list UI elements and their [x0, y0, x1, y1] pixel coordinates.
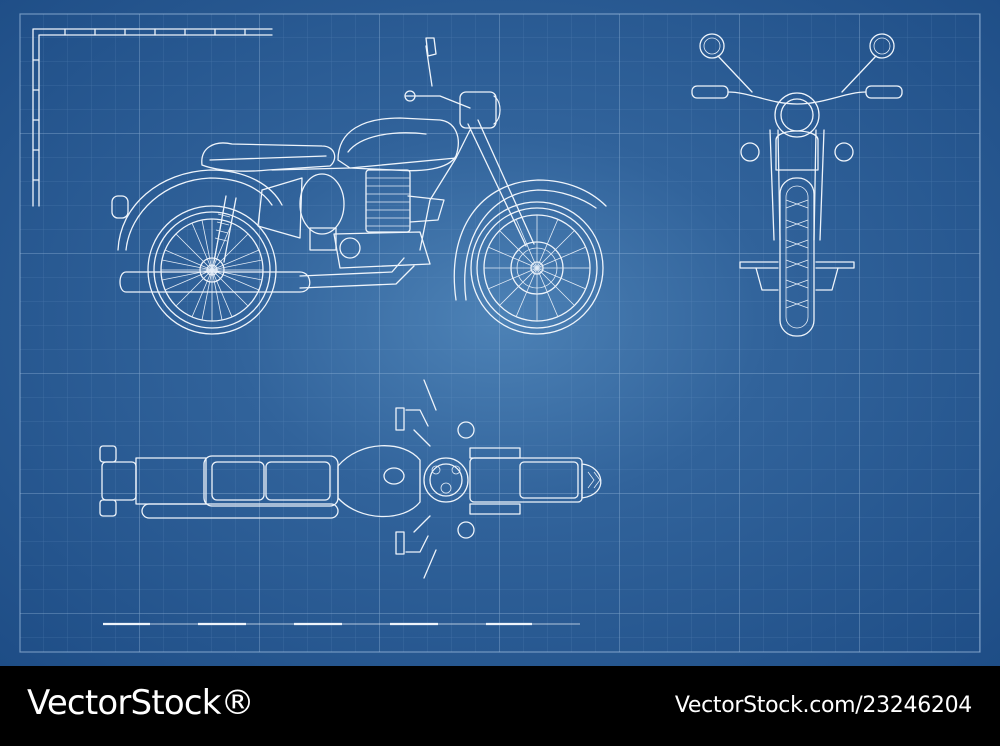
footer-bar: VectorStock® VectorStock.com/23246204 [0, 666, 1000, 746]
stock-id-text: VectorStock.com/23246204 [674, 693, 972, 718]
front-wheel [470, 201, 604, 335]
blueprint-canvas [0, 0, 1000, 666]
brand-logo: VectorStock® [27, 683, 255, 723]
corner-ruler [32, 28, 273, 207]
grid [19, 13, 981, 653]
motorcycle-side-view [111, 37, 607, 335]
engine [309, 169, 445, 269]
blueprint-drawing [19, 13, 981, 653]
rear-wheel [147, 205, 277, 335]
motorcycle-front-view [691, 33, 903, 337]
motorcycle-top-view [99, 379, 602, 579]
